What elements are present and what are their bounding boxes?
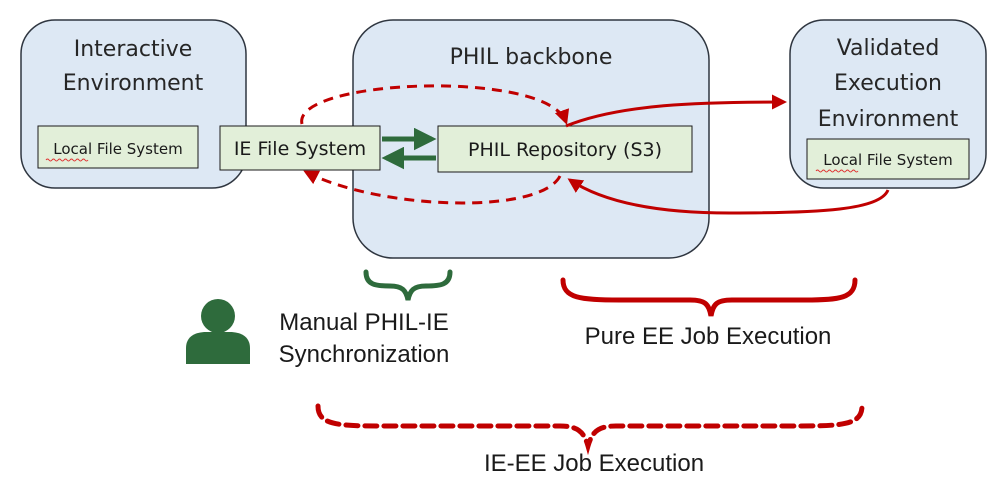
repository-to-ie-dashed-arrow [303, 170, 562, 205]
repository-to-ee-arrow [565, 94, 787, 128]
ee-to-repository-arrow [567, 178, 890, 215]
ie-to-repository-dashed-arrow [300, 84, 570, 125]
spellcheck-squiggle [45, 158, 89, 162]
manual-sync-caption-2: Synchronization [279, 341, 450, 368]
validated-env-title-3: Environment [818, 107, 959, 132]
ie-ee-caption: IE-EE Job Execution [484, 450, 704, 477]
phil-backbone-title: PHIL backbone [450, 45, 613, 70]
ie-ee-brace [315, 403, 865, 456]
phil-repository-label: PHIL Repository (S3) [468, 139, 662, 161]
validated-env-title-1: Validated [837, 36, 940, 61]
spellcheck-squiggle [815, 169, 859, 173]
ie-file-system-box [219, 125, 381, 171]
ie-local-file-system-box [37, 125, 199, 169]
manual-sync-brace [363, 269, 453, 301]
person-icon [186, 299, 250, 364]
ie-file-system-label: IE File System [234, 138, 366, 160]
pure-ee-brace [560, 277, 858, 317]
ie-local-file-system-label: Local File System [53, 140, 182, 158]
validated-env-title-2: Execution [834, 71, 942, 96]
ee-local-file-system-box [806, 138, 970, 180]
interactive-environment-title-2: Environment [63, 71, 204, 96]
phil-repository-box [437, 125, 693, 173]
manual-sync-caption-1: Manual PHIL-IE [279, 309, 448, 336]
interactive-environment-title-1: Interactive [74, 37, 193, 62]
ee-local-file-system-label: Local File System [823, 151, 952, 169]
pure-ee-caption: Pure EE Job Execution [585, 323, 832, 350]
